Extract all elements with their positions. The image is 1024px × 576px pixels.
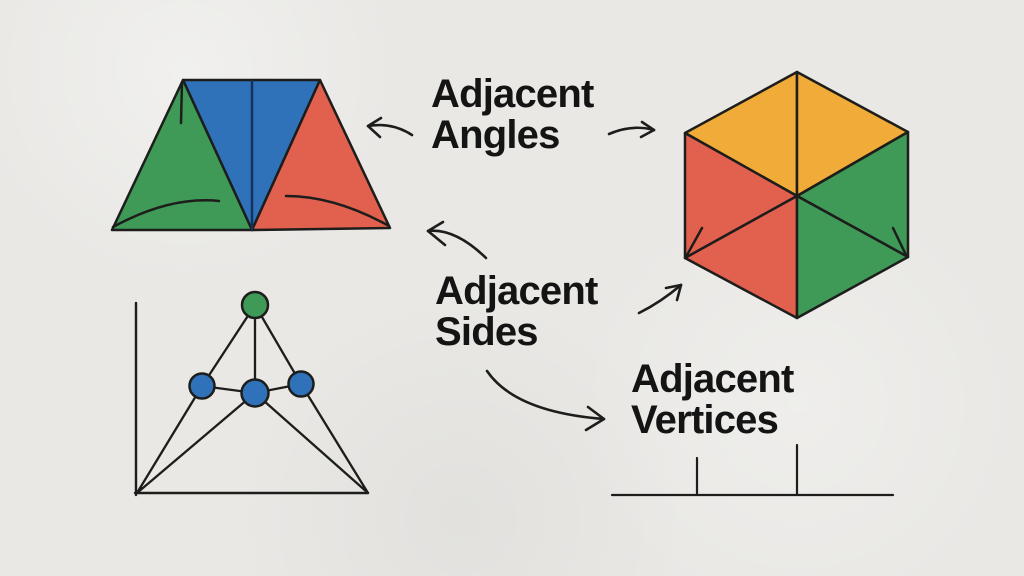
label-adjacent-vertices: Adjacent Vertices xyxy=(631,359,794,441)
label-adjacent-vertices-line1: Adjacent xyxy=(631,357,794,401)
label-adjacent-sides-line1: Adjacent xyxy=(435,269,598,313)
figure-trapezoid-adjacent-angles xyxy=(110,78,392,232)
arrow-sides-to-trapezoid-icon xyxy=(426,220,488,260)
arrow-curve xyxy=(366,123,414,137)
trapezoid-apex-tick xyxy=(179,80,184,125)
arrow-curve xyxy=(607,126,656,136)
label-adjacent-sides-line2: Sides xyxy=(435,310,539,354)
label-adjacent-angles: Adjacent Angles xyxy=(431,74,594,156)
arrow-sides-to-hexagon-icon xyxy=(637,283,683,315)
arrow-head xyxy=(584,405,606,432)
trapezoid-red-triangle xyxy=(250,78,392,232)
arrow-curve xyxy=(485,369,606,421)
label-adjacent-angles-line2: Angles xyxy=(431,113,560,157)
hexagon-green-triangle-lower xyxy=(795,194,910,320)
diagram-strokes xyxy=(110,70,910,497)
arrow-head xyxy=(664,283,683,302)
segment-line-and-ticks xyxy=(610,443,895,497)
label-adjacent-angles-line1: Adjacent xyxy=(431,72,594,116)
arrow-head xyxy=(426,220,447,247)
hexagon-vertex-barb-right xyxy=(891,226,908,257)
trapezoid-angle-arc-right xyxy=(284,194,391,228)
figure-hexagon-adjacent-sides xyxy=(683,70,910,320)
arrow-head xyxy=(366,116,383,139)
arrow-angles-to-trapezoid-icon xyxy=(366,116,414,139)
arrow-curve xyxy=(637,283,683,315)
figure-segment-adjacent-vertices xyxy=(610,443,895,497)
graph-node-blue-right xyxy=(287,370,315,398)
arrow-head xyxy=(639,120,656,139)
graph-axes xyxy=(133,301,370,497)
arrow-angles-to-hexagon-icon xyxy=(607,120,656,139)
hexagon-vertex-barb-left xyxy=(685,226,704,257)
graph-node-blue-center xyxy=(240,378,270,408)
trapezoid-angle-arc-left xyxy=(111,199,221,229)
arrow-curve xyxy=(426,229,488,260)
label-adjacent-vertices-line2: Vertices xyxy=(631,398,779,442)
annotation-arrows xyxy=(366,116,683,432)
graph-node-blue-left xyxy=(188,372,216,400)
graph-edges xyxy=(135,303,370,495)
trapezoid-green-triangle xyxy=(110,78,254,232)
label-adjacent-sides: Adjacent Sides xyxy=(435,271,598,353)
arrow-sides-to-vertices-icon xyxy=(485,369,606,432)
figure-graph-adjacent-vertices xyxy=(133,290,370,497)
graph-node-green-top xyxy=(240,290,270,320)
